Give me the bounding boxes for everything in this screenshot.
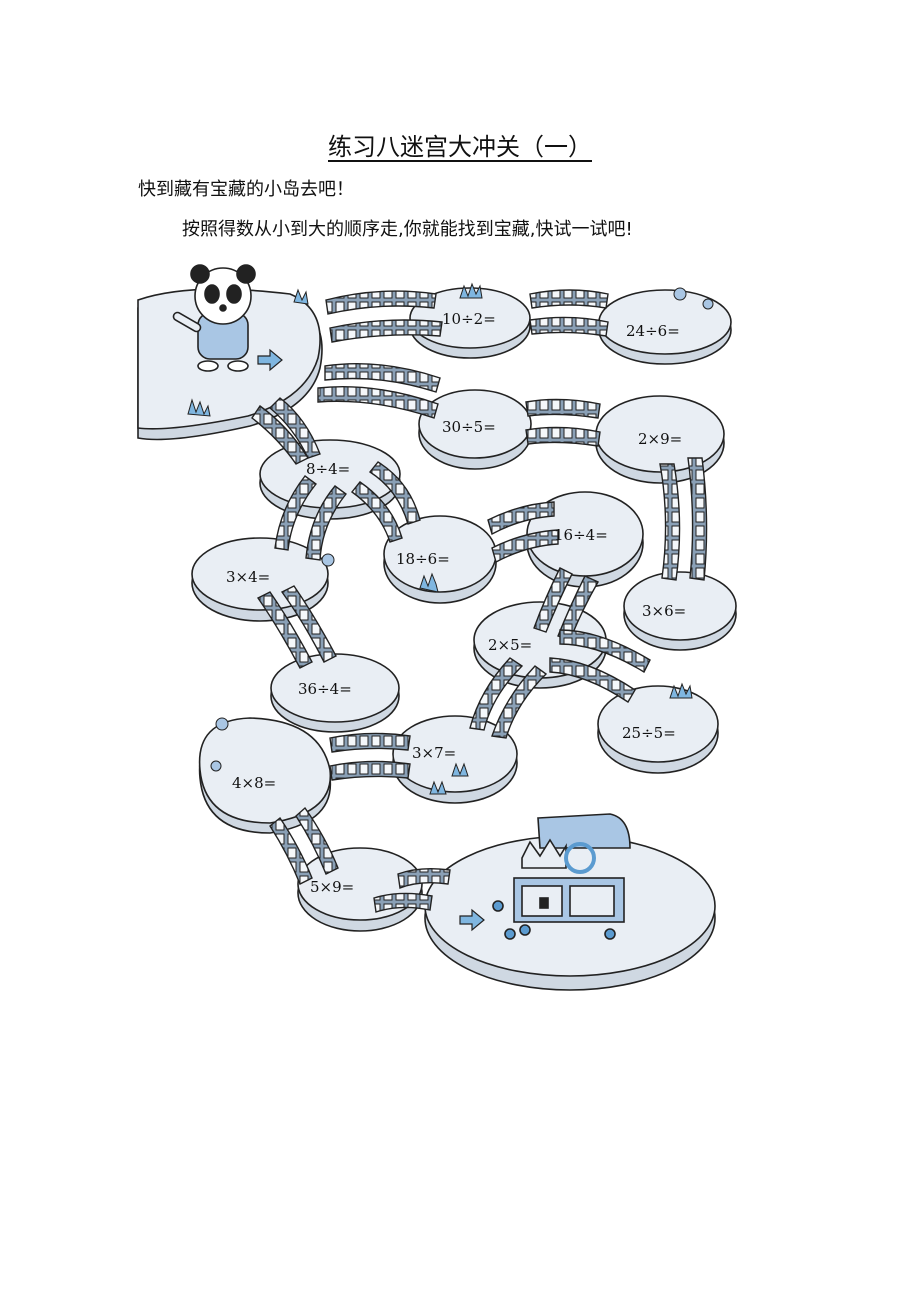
problem-label: 2×9=	[638, 430, 682, 448]
flower-decorations	[210, 287, 714, 772]
problem-label: 10÷2=	[442, 310, 496, 328]
problem-label: 25÷5=	[622, 724, 676, 742]
maze-illustration: 10÷2= 24÷6= 30÷5= 2×9= 8÷4= 18÷6= 16÷4= …	[137, 264, 737, 991]
problem-label: 18÷6=	[396, 550, 450, 568]
treasure-chest-illustration	[492, 813, 631, 940]
problem-label: 2×5=	[488, 636, 532, 654]
problem-label: 24÷6=	[626, 322, 680, 340]
page-title: 练习八迷宫大冲关（一）	[328, 133, 592, 161]
instruction-text: 按照得数从小到大的顺序走,你就能找到宝藏,快试一试吧!	[182, 219, 633, 240]
bridges	[251, 289, 708, 913]
problem-label: 16÷4=	[554, 526, 608, 544]
problem-label: 3×6=	[642, 602, 686, 620]
problem-label: 5×9=	[310, 878, 354, 896]
problem-label: 8÷4=	[306, 460, 350, 478]
problem-label: 30÷5=	[442, 418, 496, 436]
panda-illustration	[172, 264, 256, 372]
grass-decorations	[187, 282, 693, 795]
intro-text: 快到藏有宝藏的小岛去吧！	[138, 179, 354, 200]
islands	[137, 287, 737, 991]
arrows	[257, 348, 485, 932]
problem-label: 4×8=	[232, 774, 276, 792]
problem-label: 3×4=	[226, 568, 270, 586]
problem-label: 3×7=	[412, 744, 456, 762]
problem-label: 36÷4=	[298, 680, 352, 698]
